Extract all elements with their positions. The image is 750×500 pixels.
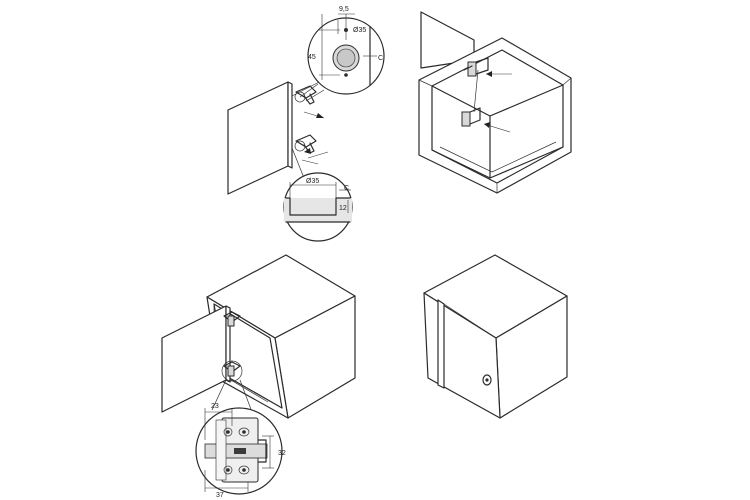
- direction-arrows-left: [301, 111, 329, 165]
- section-drilling-detail: Ø35 C 12: [283, 147, 353, 242]
- closed-cabinet-edge: [437, 299, 445, 389]
- dim-offset-label: 9,5: [339, 6, 349, 13]
- lock-icon: [482, 374, 492, 386]
- lower-hinge: [294, 134, 317, 154]
- panel-cabinet-closed: [423, 254, 568, 419]
- direction-arrows-right: [483, 71, 512, 133]
- mounted-hinges: [461, 57, 489, 127]
- plate-width-top-label: 23: [211, 403, 219, 410]
- section-diameter-label: Ø35: [306, 178, 319, 185]
- dim-clearance-label: C: [378, 55, 383, 62]
- panel-cabinet-open-door: 23 32 37: [161, 254, 356, 499]
- plate-width-bottom-label: 37: [216, 492, 224, 499]
- panel-cabinet-interior: [418, 11, 572, 194]
- top-drilling-detail: 9,5 45 Ø35 C: [291, 6, 385, 97]
- panel-door-drilling: 9,5 45 Ø35 C Ø35 C 12: [227, 6, 385, 242]
- mounting-plate-detail: 23 32 37: [195, 360, 286, 499]
- section-depth-label: 12: [339, 205, 347, 212]
- dim-diameter-label: Ø35: [353, 27, 366, 34]
- dim-height-label: 45: [308, 54, 316, 61]
- upper-hinge: [294, 83, 325, 105]
- section-clearance-label: C: [344, 185, 349, 192]
- cabinet-hinges: [223, 311, 241, 377]
- door-edge: [287, 81, 293, 169]
- door-panel: [227, 81, 289, 195]
- open-door-panel: [161, 305, 227, 413]
- plate-height-label: 32: [278, 450, 286, 457]
